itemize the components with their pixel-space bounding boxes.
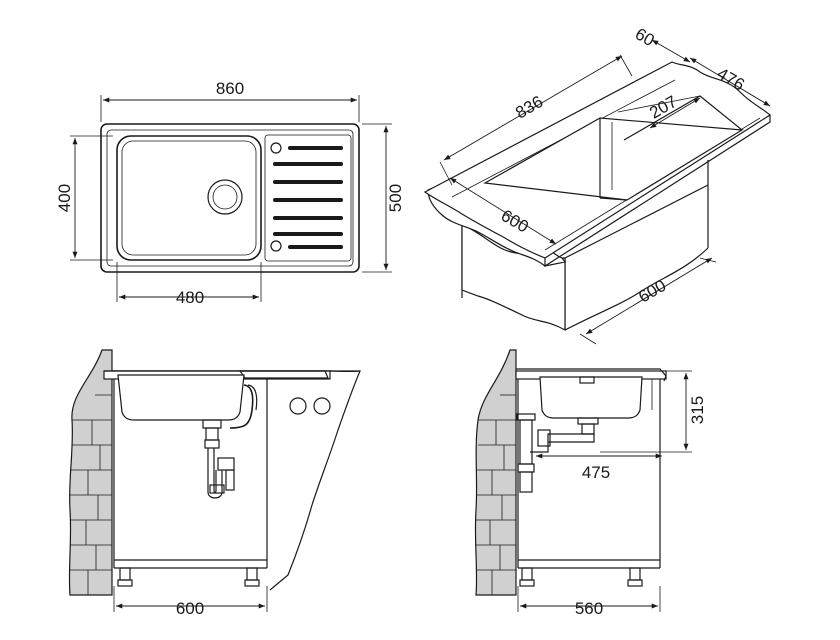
drainer-grooves <box>273 146 343 249</box>
cabinet-feet-side <box>519 567 643 587</box>
isometric-view: 836 60 476 207 600 600 <box>423 24 771 345</box>
dim-475: 475 <box>582 463 610 482</box>
wall-section-side <box>474 349 517 596</box>
side-trap <box>516 413 599 493</box>
dim-500: 500 <box>386 184 405 212</box>
dim-60: 60 <box>632 24 658 50</box>
dim-860: 860 <box>216 79 244 98</box>
tap-hole-icon <box>270 142 282 154</box>
top-view: 860 400 500 480 <box>55 79 405 307</box>
siphon-trap <box>202 419 235 499</box>
drainer-board <box>264 134 352 262</box>
dim-400: 400 <box>55 184 74 212</box>
dim-315: 315 <box>688 396 707 424</box>
dim-600-bottom: 600 <box>176 599 204 618</box>
drain-icon <box>207 179 243 215</box>
dim-560: 560 <box>575 599 603 618</box>
bowl-outline <box>116 135 262 261</box>
dim-600-side: 600 <box>635 276 669 307</box>
socket-left-icon <box>289 397 307 415</box>
dim-480: 480 <box>176 288 204 307</box>
side-section-view: 315 475 560 <box>474 349 707 618</box>
socket-right-icon <box>313 397 331 415</box>
wall-section <box>68 349 113 596</box>
dim-836: 836 <box>512 92 546 123</box>
overflow-hole-icon <box>270 240 282 252</box>
front-section-view: 600 <box>68 349 361 618</box>
cabinet-feet <box>117 567 260 587</box>
